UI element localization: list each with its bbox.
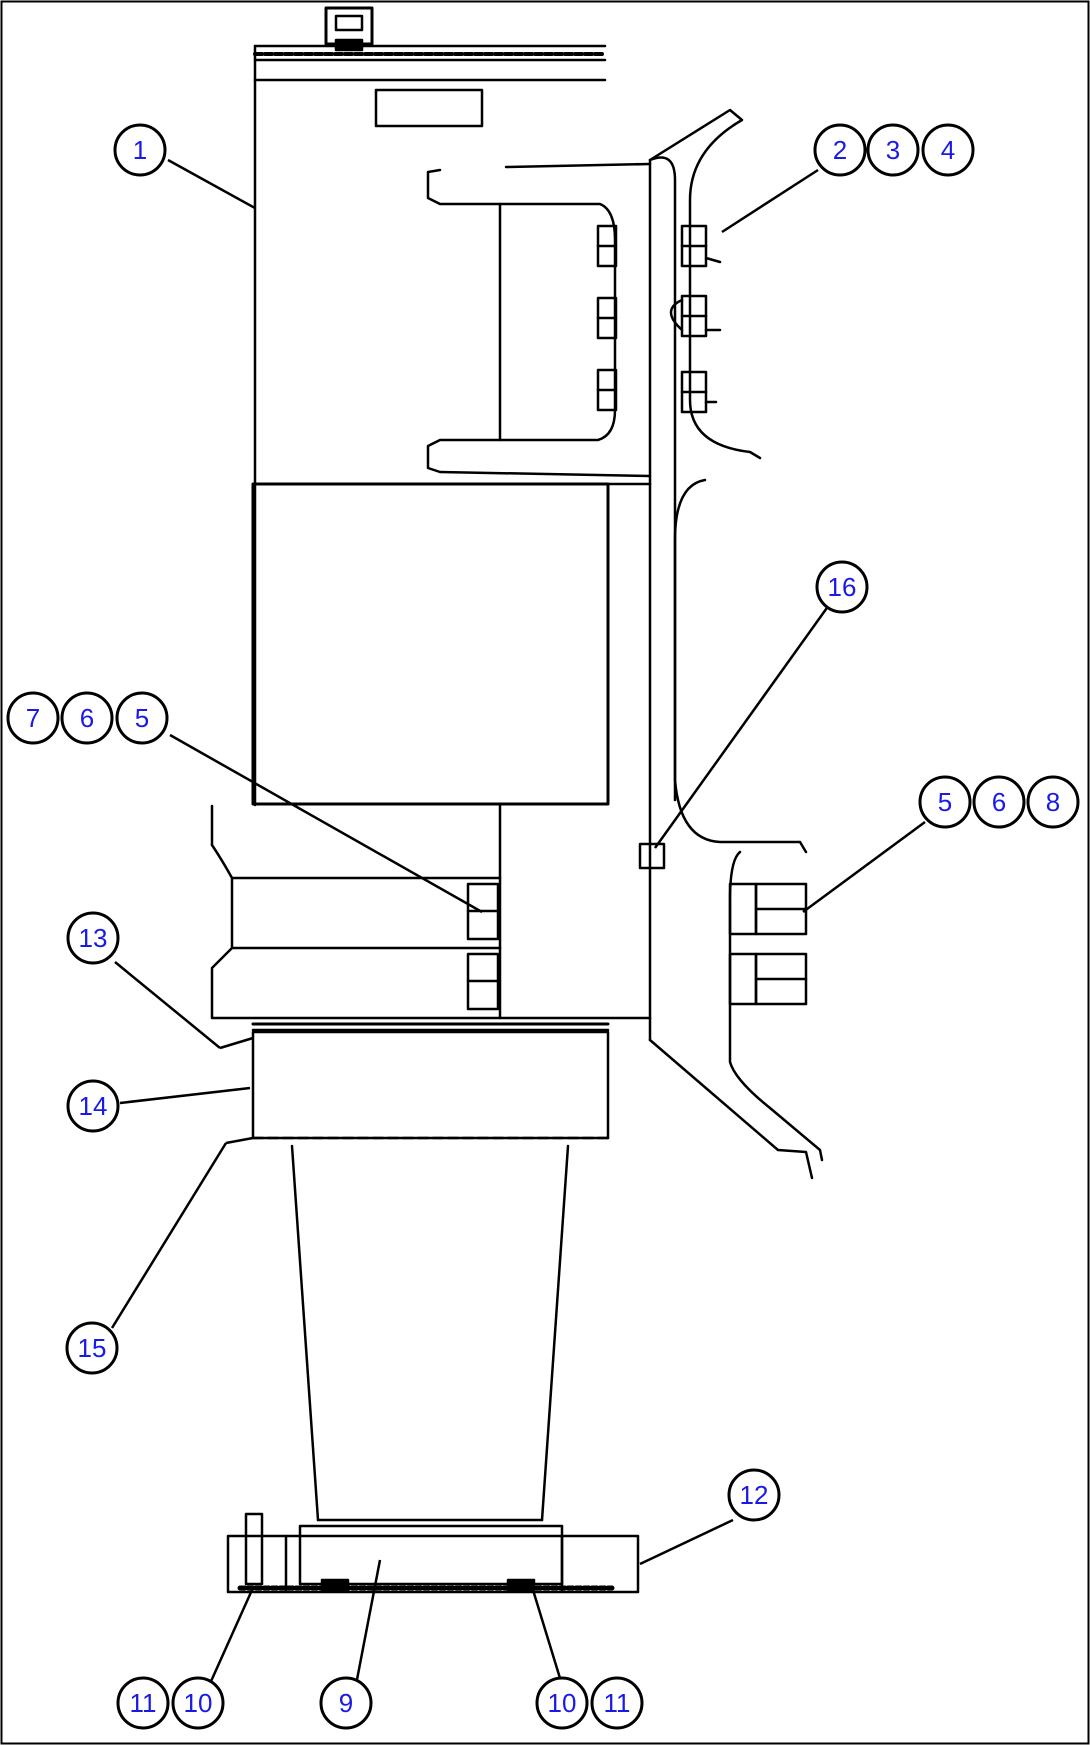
callout-circle: [115, 691, 169, 745]
callout-6: 6: [60, 691, 114, 745]
callout-4: 4: [921, 123, 975, 177]
callout-circle: [1026, 775, 1080, 829]
callout-circle: [727, 1468, 781, 1522]
callout-label: 3: [886, 135, 900, 165]
callout-circle: [66, 911, 120, 965]
callout-5: 5: [115, 691, 169, 745]
callout-13: 13: [66, 911, 120, 965]
callout-label: 15: [78, 1333, 107, 1363]
callout-15: 15: [65, 1321, 119, 1375]
lower-bolts: [466, 882, 500, 1011]
upper-panel-top: [504, 162, 652, 169]
callout-16: 16: [815, 560, 869, 614]
callout-circle: [113, 123, 167, 177]
callout-circle: [813, 123, 867, 177]
callout-10: 10: [535, 1676, 589, 1730]
callout-label: 5: [135, 703, 149, 733]
callout-label: 2: [833, 135, 847, 165]
callout-circle: [972, 775, 1026, 829]
callout-circle: [66, 1079, 120, 1133]
callout-label: 11: [604, 1688, 631, 1718]
lower-housing: [210, 803, 652, 1020]
filter-cone: [290, 1144, 570, 1522]
callout-label: 10: [184, 1688, 213, 1718]
nameplate: [374, 88, 484, 128]
callout-label: 11: [130, 1688, 157, 1718]
callout-circle: [815, 560, 869, 614]
top-cover: [253, 44, 607, 82]
callout-label: 4: [941, 135, 955, 165]
callout-5: 5: [918, 775, 972, 829]
callout-circle: [60, 691, 114, 745]
callout-circle: [921, 123, 975, 177]
callout-3: 3: [866, 123, 920, 177]
arm-bolts: [669, 224, 722, 414]
callout-label: 16: [828, 572, 857, 602]
callout-label: 7: [26, 703, 40, 733]
lower-arm: [648, 850, 824, 1180]
callout-label: 5: [938, 787, 952, 817]
callout-label: 10: [548, 1688, 577, 1718]
callout-circle: [866, 123, 920, 177]
callout-label: 12: [740, 1480, 769, 1510]
top-connector: [324, 6, 374, 52]
callout-circle: [116, 1676, 170, 1730]
callout-7: 7: [6, 691, 60, 745]
callout-label: 1: [133, 135, 147, 165]
callout-8: 8: [1026, 775, 1080, 829]
callout-10: 10: [171, 1676, 225, 1730]
callout-label: 6: [992, 787, 1006, 817]
support-arm: [648, 108, 762, 1042]
callout-2: 2: [813, 123, 867, 177]
leader-lines: [110, 158, 926, 1691]
callout-label: 13: [79, 923, 108, 953]
bracket-bolts: [596, 224, 618, 412]
sensor-box: [638, 842, 666, 870]
callout-circle: [535, 1676, 589, 1730]
callout-label: 14: [79, 1091, 108, 1121]
callout-circle: [65, 1321, 119, 1375]
callout-circle: [319, 1676, 373, 1730]
callout-1: 1: [113, 123, 167, 177]
callout-14: 14: [66, 1079, 120, 1133]
callout-circle: [590, 1676, 644, 1730]
callout-12: 12: [727, 1468, 781, 1522]
base-plate: [226, 1512, 640, 1594]
callout-6: 6: [972, 775, 1026, 829]
callout-9: 9: [319, 1676, 373, 1730]
callout-circle: [6, 691, 60, 745]
motor-block: [251, 482, 610, 806]
callout-11: 11: [116, 1676, 170, 1730]
callout-11: 11: [590, 1676, 644, 1730]
callout-label: 6: [80, 703, 94, 733]
callout-circle: [918, 775, 972, 829]
callout-label: 8: [1046, 787, 1060, 817]
assembly-drawing: [210, 6, 824, 1594]
callout-label: 9: [339, 1688, 353, 1718]
callout-circle: [171, 1676, 225, 1730]
arm-lower-bolts: [728, 882, 808, 1006]
tube: [251, 1030, 610, 1140]
